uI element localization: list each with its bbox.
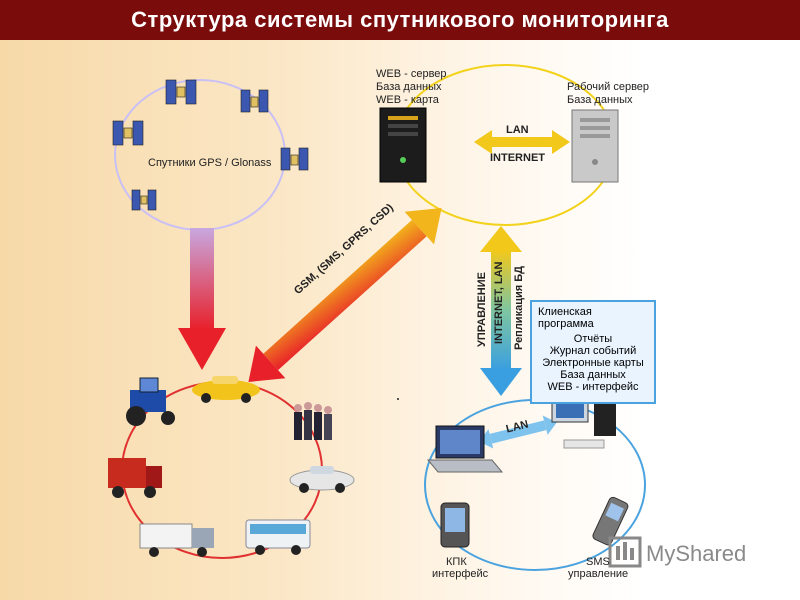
client-program-item: Отчёты <box>573 333 613 345</box>
client-program-item: WEB - интерфейс <box>547 381 639 393</box>
control-label: УПРАВЛЕНИЕ <box>476 272 488 347</box>
web-server-icon <box>379 107 427 183</box>
bus-icon <box>245 519 311 555</box>
satellite-icon <box>112 120 144 146</box>
satellite-icon <box>240 89 269 113</box>
web-server-line-2: База данных <box>376 81 442 93</box>
tractor-icon <box>126 377 175 426</box>
semi-truck-icon <box>139 523 214 557</box>
lan-top-arrow <box>474 130 570 154</box>
page-title: Структура системы спутникового мониторин… <box>0 0 800 40</box>
client-program-item: Электронные карты <box>542 357 644 369</box>
taxi-icon <box>192 376 260 403</box>
lan-top-label: LAN <box>506 124 529 136</box>
kpk-label: КПК <box>446 556 467 568</box>
kpk-interface-label: интерфейс <box>432 568 489 580</box>
lan-bottom-arrow <box>479 415 557 449</box>
client-program-title: Клиенская программа <box>538 306 594 330</box>
internet-lan-label: INTERNET, LAN <box>493 261 505 345</box>
client-program-item: База данных <box>560 369 626 381</box>
watermark-text: MyShared <box>646 541 747 566</box>
sms-control-label: управление <box>568 568 629 580</box>
work-server-icon <box>571 109 619 183</box>
satellite-icon <box>280 147 309 171</box>
work-server-line-1: Рабочий сервер <box>567 81 650 93</box>
client-program-item: Журнал событий <box>549 345 637 357</box>
laptop-icon <box>426 425 504 473</box>
dot-marker <box>397 398 399 400</box>
people-icon <box>294 402 332 440</box>
gsm-arrow <box>248 208 442 382</box>
mobile-phone-icon <box>592 496 629 546</box>
web-server-line-3: WEB - карта <box>376 94 439 106</box>
satellites-label: Спутники GPS / Glonass <box>148 157 272 169</box>
watermark-logo-icon <box>608 536 642 568</box>
sms-label: SMS <box>586 556 610 568</box>
work-server-line-2: База данных <box>567 94 633 106</box>
pda-icon <box>440 502 470 548</box>
client-program-box: Клиенская программа Отчёты Журнал событи… <box>530 300 656 404</box>
car-icon <box>289 466 355 493</box>
web-server-line-1: WEB - сервер <box>376 68 447 80</box>
satellite-icon <box>131 189 157 211</box>
internet-top-label: INTERNET <box>490 152 545 164</box>
replication-label: Репликация БД <box>513 266 525 350</box>
truck-icon <box>108 458 162 498</box>
internet-lan-arrow <box>480 226 522 396</box>
satellite-down-arrow <box>178 228 226 370</box>
satellite-icon <box>165 79 197 105</box>
